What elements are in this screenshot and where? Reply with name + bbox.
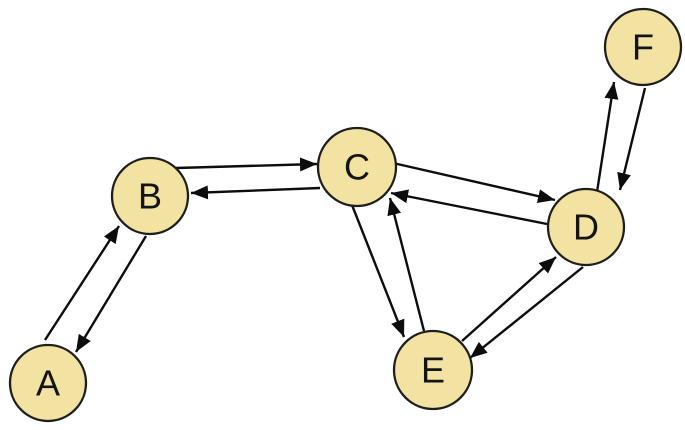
edge-C-E [350,204,406,338]
edge-C-B [190,185,321,200]
edge-E-C [387,197,426,332]
node-label-F: F [632,27,654,68]
node-label-B: B [138,176,162,217]
node-A: A [8,343,88,423]
node-B: B [110,156,190,236]
node-F: F [603,7,683,87]
edge-C-D [392,161,556,204]
node-label-C: C [344,147,370,188]
node-label-D: D [573,207,599,248]
edge-D-E [469,266,584,359]
node-circle-C [316,126,398,208]
edge-D-C [390,189,548,226]
node-label-A: A [36,363,60,404]
node-label-E: E [421,350,445,391]
edge-A-B [43,225,121,341]
node-D: D [546,187,626,267]
node-circle-D [546,187,626,267]
node-circle-E [392,329,474,411]
edge-D-F [595,81,619,193]
node-E: E [392,329,474,411]
edge-F-D [617,87,647,191]
edge-B-C [175,157,318,172]
node-circle-B [110,156,190,236]
node-circle-F [603,7,683,87]
edge-E-D [461,256,557,342]
node-circle-A [8,343,88,423]
node-C: C [316,126,398,208]
edge-B-A [74,235,148,353]
